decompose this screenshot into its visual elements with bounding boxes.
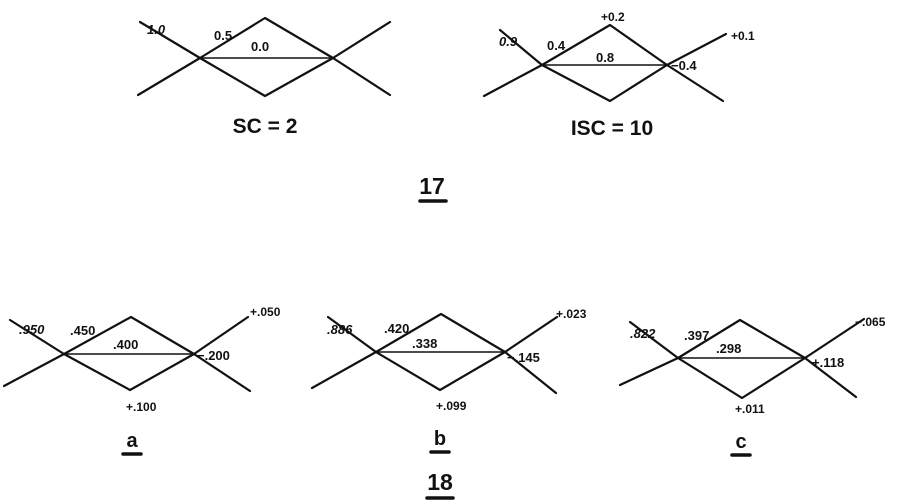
panel-b-caption: b (434, 428, 446, 450)
panel-c-bottom-value: +.011 (735, 402, 765, 416)
figure-17-left-structure (136, 16, 392, 98)
sc2-outer-value: 1.0 (147, 22, 166, 37)
panel-b-outer-value: .886 (327, 322, 353, 337)
isc10-right-node-value: −0.4 (671, 58, 697, 73)
panel-c-structure (618, 317, 866, 400)
panel-c-outer-value: .822 (630, 326, 656, 341)
isc10-edge-value: 0.4 (547, 38, 566, 53)
panel-c-upper-right-value: −.065 (855, 315, 886, 329)
isc10-upper-right-value: +0.1 (731, 29, 755, 43)
sc2-edge-value: 0.5 (214, 28, 232, 43)
panel-a-upper-right-value: +.050 (250, 305, 281, 319)
isc10-caption: ISC = 10 (571, 117, 653, 140)
figure-18-label: 18 (427, 469, 453, 495)
panel-a-bottom-value: +.100 (126, 400, 157, 414)
figure-17-right-structure (482, 23, 728, 103)
panel-b-upper-right-value: +.023 (556, 307, 587, 321)
panel-b-edge-value: .420 (384, 321, 409, 336)
sc2-caption: SC = 2 (233, 115, 298, 138)
panel-a-outer-value: .950 (19, 322, 45, 337)
isc10-top-value: +0.2 (601, 10, 625, 24)
panel-b-right-node-value: −.145 (507, 350, 540, 365)
panel-c-right-node-value: +.118 (812, 355, 844, 370)
panel-c-center-value: .298 (716, 341, 741, 356)
panel-a-structure (2, 315, 252, 393)
panel-c-caption: c (735, 431, 746, 453)
figure-17-label: 17 (419, 173, 445, 199)
isc10-outer-value: 0.9 (499, 34, 518, 49)
panel-a-center-value: .400 (113, 337, 138, 352)
panel-b-center-value: .338 (412, 336, 437, 351)
panel-a-caption: a (126, 430, 138, 452)
panel-b-structure (310, 312, 559, 395)
panel-b-bottom-value: +.099 (436, 399, 467, 413)
isc10-center-value: 0.8 (596, 50, 614, 65)
panel-a-right-node-value: −.200 (197, 348, 230, 363)
panel-c-edge-value: .397 (684, 328, 709, 343)
panel-a-edge-value: .450 (70, 323, 95, 338)
sc2-center-value: 0.0 (251, 39, 269, 54)
